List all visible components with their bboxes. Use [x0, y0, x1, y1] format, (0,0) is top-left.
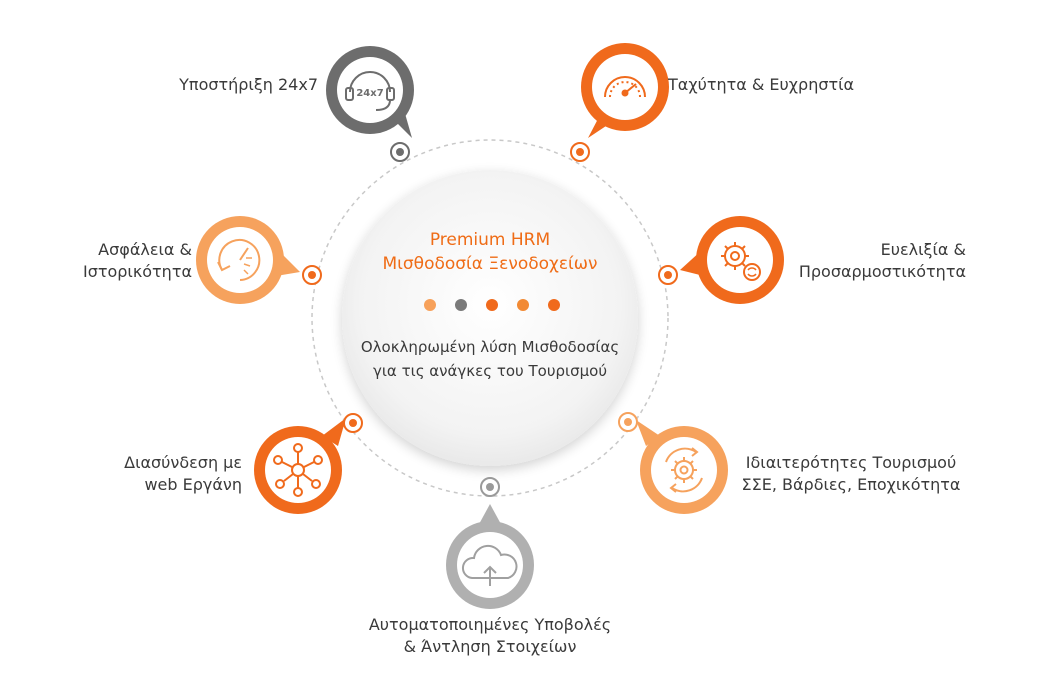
feature-label-tourism: Ιδιαιτερότητες Τουρισμού ΣΣΕ, Βάρδιες, Ε…	[741, 453, 961, 494]
automation-bubble	[446, 504, 534, 609]
center-subtitle-line1: Ολοκληρωμένη λύση Μισθοδοσίας	[360, 338, 620, 356]
tourism-bubble	[636, 420, 728, 514]
security-bubble	[196, 216, 300, 304]
support-bubble: 24x7	[326, 46, 414, 138]
center-subtitle: Ολοκληρωμένη λύση Μισθοδοσίας για τις αν…	[340, 335, 640, 383]
center-dot	[548, 299, 560, 311]
gear-cycle-icon	[665, 447, 703, 493]
headset-24x7-text: 24x7	[356, 88, 383, 99]
history-dial-icon	[217, 239, 261, 281]
center-dots	[424, 299, 560, 311]
network-nodes-icon	[273, 443, 323, 497]
ring-marker	[390, 142, 410, 162]
cloud-upload-icon	[462, 544, 518, 586]
center-title: Premium HRM Μισθοδοσία Ξενοδοχείων	[340, 228, 640, 276]
center-subtitle-line2: για τις ανάγκες του Τουρισμού	[372, 362, 608, 380]
center-title-line2: Μισθοδοσία Ξενοδοχείων	[382, 254, 598, 274]
feature-label-automation: Αυτοματοποιημένες Υποβολές & Άντληση Στο…	[368, 615, 612, 656]
ring-marker	[618, 412, 638, 432]
feature-label-ergani: Διασύνδεση με web Εργάνη	[124, 453, 242, 494]
orbit-ring	[311, 139, 669, 497]
feature-label-security: Ασφάλεια & Ιστορικότητα	[82, 240, 192, 281]
center-title-line1: Premium HRM	[429, 230, 551, 250]
ergani-bubble	[254, 418, 346, 514]
ring-marker	[343, 413, 363, 433]
ring-marker	[302, 265, 322, 285]
headset-24x7-icon	[345, 71, 395, 111]
feature-label-flexibility: Ευελιξία & Προσαρμοστικότητα	[798, 240, 966, 281]
center-dot	[455, 299, 467, 311]
gear-refresh-icon	[721, 242, 761, 281]
feature-label-speed: Ταχύτητα & Ευχρηστία	[668, 75, 855, 94]
center-dot	[486, 299, 498, 311]
ring-marker	[480, 477, 500, 497]
speedometer-icon	[604, 76, 646, 98]
ring-marker	[658, 265, 678, 285]
feature-label-support: Υποστήριξη 24x7	[179, 75, 318, 94]
flexibility-bubble	[680, 216, 784, 304]
speed-bubble	[581, 43, 669, 138]
center-dot	[424, 299, 436, 311]
center-disk	[342, 170, 638, 466]
ring-marker	[570, 142, 590, 162]
center-dot	[517, 299, 529, 311]
